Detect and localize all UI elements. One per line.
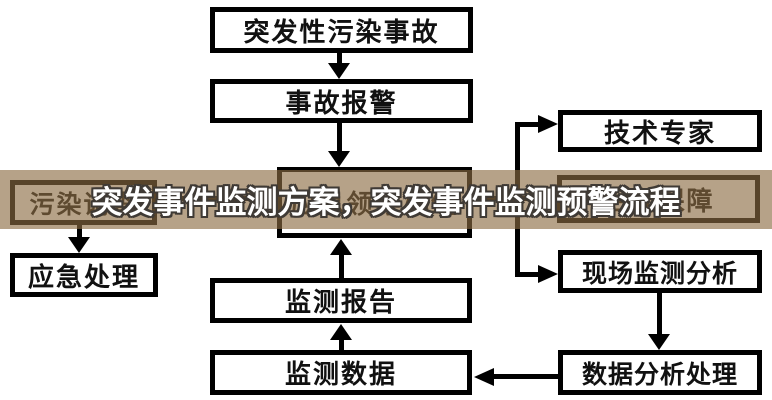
arrowhead-trunk-to-expert	[538, 115, 558, 133]
connector-field-to-analysis	[657, 293, 662, 334]
title-banner: 突发事件监测方案，突发事件监测预警流程	[0, 170, 772, 229]
connector-analysis-to-data	[493, 374, 558, 379]
arrowhead-data-to-report	[330, 324, 352, 340]
flow-node-data-analysis: 数据分析处理	[558, 350, 762, 395]
flow-node-monitoring-data: 监测数据	[210, 350, 472, 395]
arrowhead-accident-to-alarm	[328, 63, 350, 79]
banner-title: 突发事件监测方案，突发事件监测预警流程	[91, 184, 682, 222]
arrowhead-trunk-to-field	[538, 265, 558, 283]
connector-report-to-lead-group	[339, 254, 344, 278]
arrowhead-analysis-to-data	[474, 368, 494, 386]
arrowhead-investigation-to-emergency	[68, 237, 90, 253]
flow-node-monitoring-report: 监测报告	[210, 278, 472, 323]
connector-accident-to-alarm	[337, 53, 342, 65]
connector-trunk-to-field	[515, 272, 539, 277]
flow-node-emergency-handling: 应急处理	[10, 253, 158, 297]
arrowhead-report-to-lead-group	[330, 239, 352, 255]
flow-node-alarm: 事故报警	[210, 79, 473, 123]
flow-node-accident: 突发性污染事故	[210, 7, 473, 53]
arrowhead-field-to-analysis	[648, 334, 670, 350]
connector-alarm-to-lead-group	[337, 123, 342, 152]
connector-investigation-to-emergency	[77, 225, 82, 239]
connector-trunk-to-expert	[515, 122, 539, 127]
flow-node-tech-expert: 技术专家	[558, 110, 762, 152]
arrowhead-alarm-to-lead-group	[328, 151, 350, 167]
flow-node-field-monitoring: 现场监测分析	[558, 250, 762, 293]
connector-data-to-report	[339, 339, 344, 350]
